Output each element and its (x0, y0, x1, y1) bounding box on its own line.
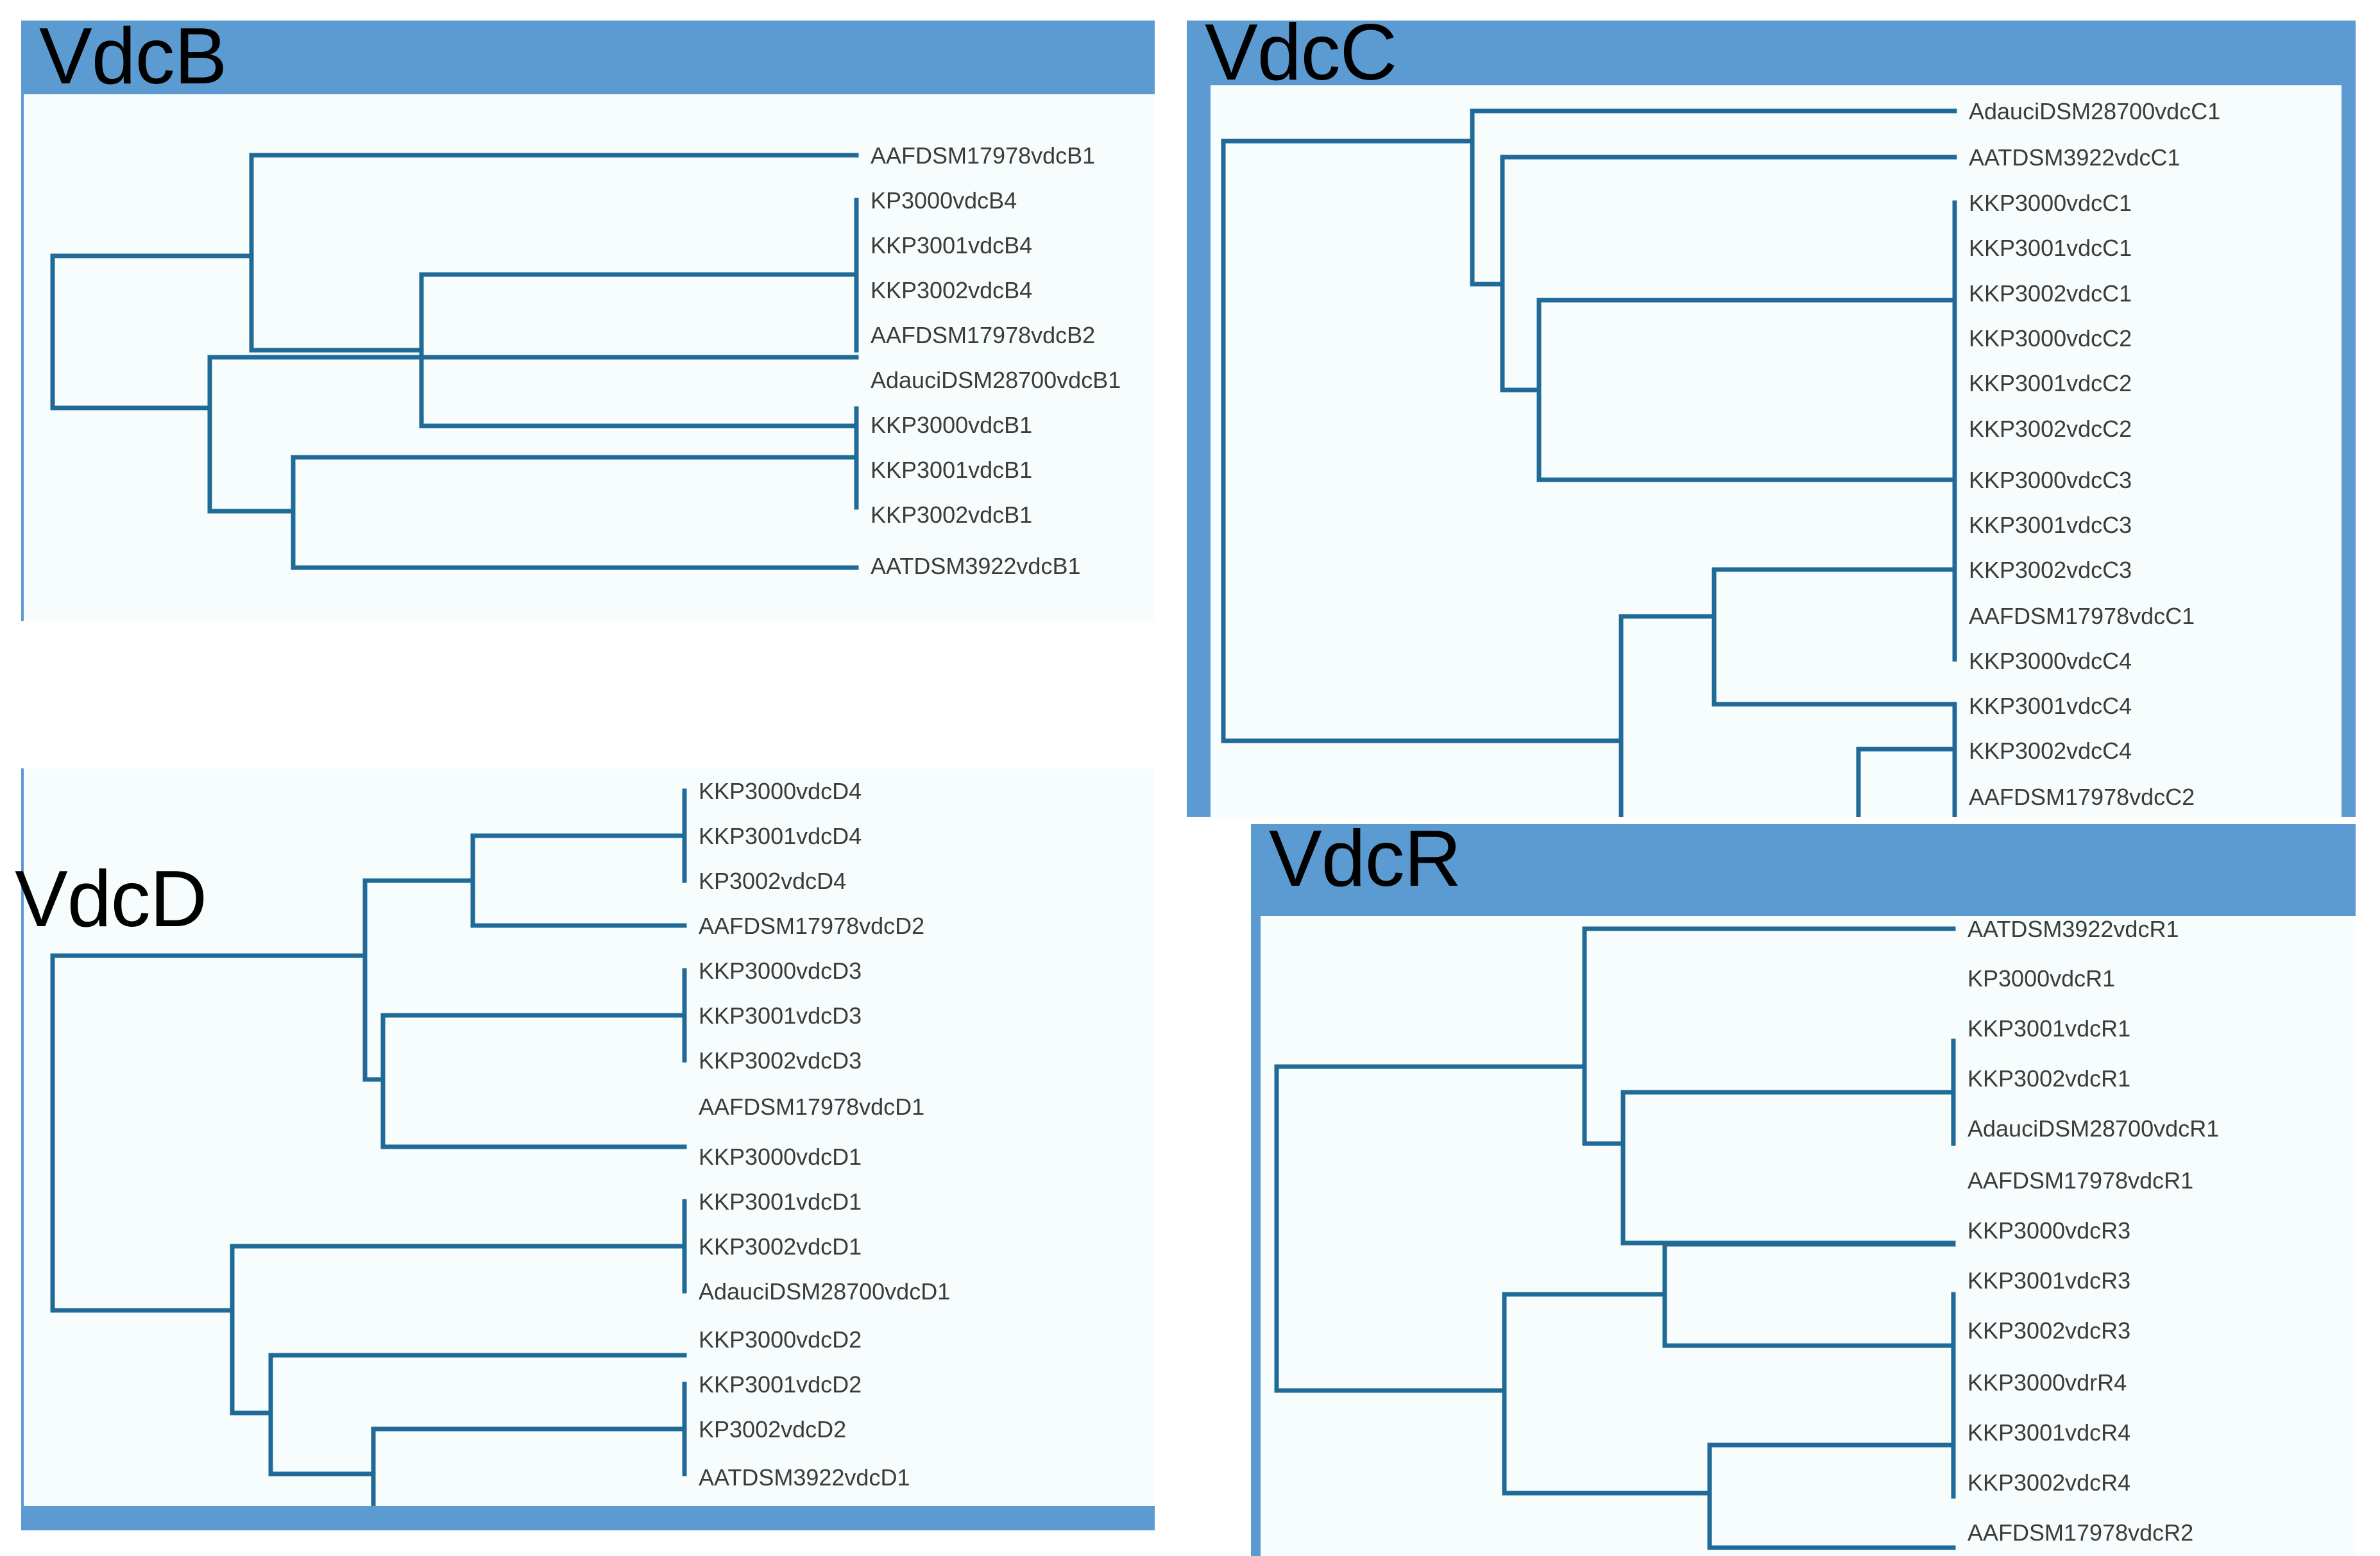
leaf-label: KKP3000vdcC1 (1969, 190, 2132, 216)
leaf-label: KKP3001vdcC3 (1969, 512, 2132, 538)
panel-title-vdcd: VdcD (15, 855, 207, 943)
panel-vdcd-plot-area: KKP3000vdcD4 KKP3001vdcD4 KP3002vdcD4 AA… (24, 768, 1155, 1506)
leaf-label: AAFDSM17978vdcC1 (1969, 603, 2195, 629)
leaf-label: KKP3000vdcD2 (699, 1326, 862, 1353)
leaf-label: AAFDSM17978vdcR2 (1968, 1519, 2193, 1546)
leaf-label: KKP3001vdcR1 (1968, 1015, 2130, 1042)
leaf-label: AdauciDSM28700vdcB1 (871, 367, 1121, 393)
leaf-label: KKP3002vdcC3 (1969, 557, 2132, 583)
leaf-label: KKP3002vdcR1 (1968, 1065, 2130, 1092)
tree-vdcc: AdauciDSM28700vdcC1 AATDSM3922vdcC1 KKP3… (1221, 98, 2220, 817)
leaf-label: KP3002vdcD4 (699, 868, 846, 894)
leaf-label: AATDSM3922vdcB1 (871, 553, 1080, 579)
leaf-label: AdauciDSM28700vdcR1 (1968, 1115, 2219, 1142)
leaf-label-group-vdcd: KKP3000vdcD4 KKP3001vdcD4 KP3002vdcD4 AA… (699, 778, 950, 1491)
panel-vdcd: KKP3000vdcD4 KKP3001vdcD4 KP3002vdcD4 AA… (15, 768, 1155, 1530)
leaf-label: KKP3001vdcD4 (699, 823, 862, 849)
leaf-label: AATDSM3922vdcC1 (1969, 144, 2180, 171)
leaf-label-group-vdcr: AATDSM3922vdcR1 KP3000vdcR1 KKP3001vdcR1… (1968, 916, 2219, 1546)
leaf-label: KKP3001vdcR4 (1968, 1419, 2130, 1446)
tree-vdcr: AATDSM3922vdcR1 KP3000vdcR1 KKP3001vdcR1… (1274, 916, 2219, 1550)
leaf-label: KKP3002vdcB4 (871, 277, 1032, 303)
leaf-label: KKP3002vdcC1 (1969, 280, 2132, 307)
leaf-label-group-vdcc: AdauciDSM28700vdcC1 AATDSM3922vdcC1 KKP3… (1969, 98, 2220, 810)
leaf-label: KP3000vdcB4 (871, 187, 1017, 214)
leaf-label: KKP3002vdcD3 (699, 1047, 862, 1074)
leaf-label: KKP3002vdcD1 (699, 1233, 862, 1260)
leaf-label: KKP3001vdcD3 (699, 1002, 862, 1029)
leaf-label: KP3002vdcD2 (699, 1416, 846, 1442)
panel-vdcr: AATDSM3922vdcR1 KP3000vdcR1 KKP3001vdcR1… (1251, 819, 2356, 1556)
leaf-label: KKP3000vdcB1 (871, 412, 1032, 438)
leaf-label: AATDSM3922vdcR1 (1968, 916, 2179, 942)
leaf-label: AdauciDSM28700vdcC1 (1969, 98, 2220, 124)
tree-vdcb: AAFDSM17978vdcB1 KP3000vdcB4 KKP3001vdcB… (50, 142, 1121, 579)
leaf-label: KKP3001vdcC2 (1969, 370, 2132, 396)
leaf-label: KKP3001vdcD1 (699, 1188, 862, 1215)
leaf-label: KKP3000vdcC2 (1969, 325, 2132, 351)
leaf-label: KKP3002vdcB1 (871, 502, 1032, 528)
leaf-label: KKP3001vdcR3 (1968, 1267, 2130, 1294)
leaf-label: AAFDSM17978vdcD1 (699, 1094, 924, 1120)
panel-title-vdcr: VdcR (1269, 815, 1461, 903)
panel-vdcb-plot-area: AAFDSM17978vdcB1 KP3000vdcB4 KKP3001vdcB… (24, 94, 1155, 621)
leaf-label: KKP3001vdcB1 (871, 457, 1032, 483)
leaf-label: KKP3000vdcC4 (1969, 648, 2132, 674)
panel-vdcr-plot-area: AATDSM3922vdcR1 KP3000vdcR1 KKP3001vdcR1… (1261, 916, 2356, 1556)
leaf-label: AAFDSM17978vdcR1 (1968, 1167, 2193, 1194)
leaf-label: KKP3001vdcC4 (1969, 693, 2132, 719)
leaf-label: KKP3000vdcD1 (699, 1144, 862, 1170)
leaf-label: KKP3000vdcD3 (699, 958, 862, 984)
panel-title-vdcc: VdcC (1205, 8, 1397, 97)
leaf-label-group-vdcb: AAFDSM17978vdcB1 KP3000vdcB4 KKP3001vdcB… (871, 142, 1121, 579)
leaf-label: KKP3002vdcC2 (1969, 416, 2132, 442)
leaf-label: KP3000vdcR1 (1968, 965, 2115, 992)
leaf-label: KKP3002vdcC4 (1969, 738, 2132, 764)
leaf-label: AAFDSM17978vdcC2 (1969, 784, 2195, 810)
leaf-label: AATDSM3922vdcD1 (699, 1464, 910, 1491)
leaf-label: KKP3002vdcR3 (1968, 1317, 2130, 1344)
leaf-label: KKP3001vdcB4 (871, 232, 1032, 258)
leaf-label: AAFDSM17978vdcB2 (871, 322, 1095, 348)
panel-vdcc: AdauciDSM28700vdcC1 AATDSM3922vdcC1 KKP3… (1187, 13, 2356, 817)
leaf-label: KKP3002vdcR4 (1968, 1469, 2130, 1496)
tree-vdcd: KKP3000vdcD4 KKP3001vdcD4 KP3002vdcD4 AA… (50, 778, 950, 1506)
leaf-label: AAFDSM17978vdcD2 (699, 913, 924, 939)
leaf-label: KKP3000vdcR3 (1968, 1217, 2130, 1244)
leaf-label: AdauciDSM28700vdcD1 (699, 1278, 950, 1305)
panel-vdcb: AAFDSM17978vdcB1 KP3000vdcB4 KKP3001vdcB… (21, 17, 1155, 621)
panel-vdcc-plot-area: AdauciDSM28700vdcC1 AATDSM3922vdcC1 KKP3… (1211, 85, 2342, 817)
leaf-label: KKP3000vdcC3 (1969, 467, 2132, 493)
leaf-label: KKP3000vdrR4 (1968, 1369, 2127, 1396)
leaf-label: KKP3001vdcC1 (1969, 235, 2132, 261)
leaf-label: KKP3001vdcD2 (699, 1371, 862, 1398)
leaf-label: AAFDSM17978vdcB1 (871, 142, 1095, 169)
panel-title-vdcb: VdcB (39, 12, 227, 101)
leaf-label: KKP3000vdcD4 (699, 778, 862, 804)
